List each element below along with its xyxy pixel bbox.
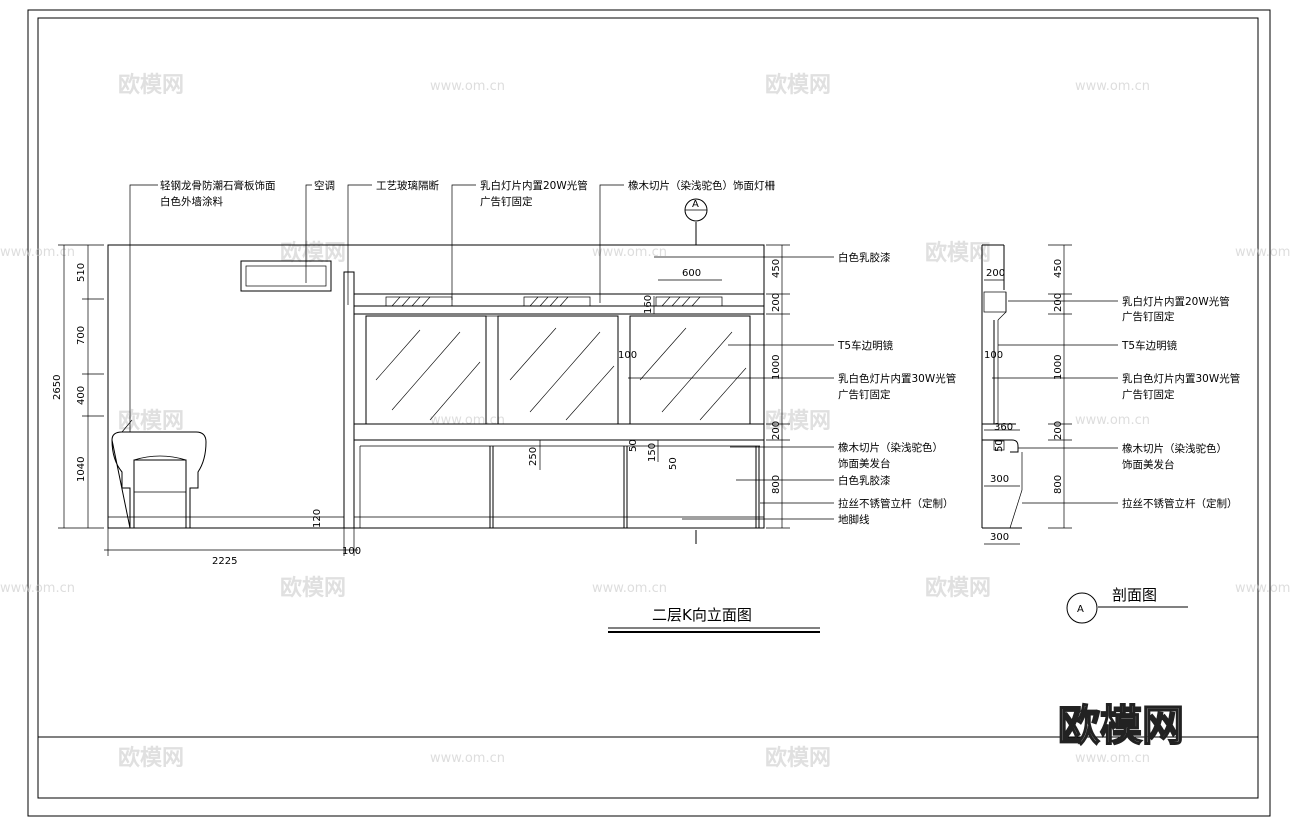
svg-text:100: 100 [618,350,637,361]
svg-text:www.om.cn: www.om.cn [0,245,75,260]
svg-text:工艺玻璃隔断: 工艺玻璃隔断 [376,179,439,192]
svg-text:450: 450 [1053,259,1064,278]
svg-text:T5车边明镜: T5车边明镜 [1121,339,1178,352]
svg-text:二层K向立面图: 二层K向立面图 [652,606,752,624]
svg-text:300: 300 [990,474,1009,485]
svg-text:www.om.cn: www.om.cn [1235,245,1290,260]
svg-text:100: 100 [342,546,361,557]
svg-text:乳白灯片内置20W光管: 乳白灯片内置20W光管 [1122,295,1230,308]
svg-text:欧模网: 欧模网 [765,72,831,98]
svg-text:饰面美发台: 饰面美发台 [838,457,891,470]
svg-text:450: 450 [771,259,782,278]
svg-text:50: 50 [994,439,1005,452]
brand-logo: 欧模网 [1058,701,1184,750]
svg-text:400: 400 [76,386,87,405]
svg-text:200: 200 [1053,421,1064,440]
svg-text:www.om.cn: www.om.cn [430,751,505,766]
svg-text:www.om.cn: www.om.cn [0,581,75,596]
svg-text:2225: 2225 [212,556,237,567]
svg-text:www.om.cn: www.om.cn [430,79,505,94]
svg-text:白色乳胶漆: 白色乳胶漆 [838,474,891,487]
svg-text:地脚线: 地脚线 [838,513,870,526]
main-elevation: A 2650 510 700 400 1040 2225 100 120 600… [52,184,834,567]
inner-frame [37,17,1259,799]
svg-text:www.om.cn: www.om.cn [1075,413,1150,428]
main-title-block: 二层K向立面图 [608,606,820,633]
svg-text:乳白色灯片内置30W光管: 乳白色灯片内置30W光管 [838,372,956,385]
svg-text:150: 150 [647,443,658,462]
svg-text:www.om.cn: www.om.cn [1075,79,1150,94]
svg-text:欧模网: 欧模网 [118,745,184,771]
svg-text:50: 50 [668,457,679,470]
svg-text:200: 200 [986,268,1005,279]
svg-text:360: 360 [994,422,1013,433]
svg-text:欧模网: 欧模网 [765,745,831,771]
svg-text:www.om.cn: www.om.cn [430,413,505,428]
svg-text:160: 160 [643,295,654,314]
svg-text:1040: 1040 [76,457,87,482]
svg-text:200: 200 [1053,293,1064,312]
section-title-block: A 剖面图 [1066,586,1188,624]
svg-text:拉丝不锈管立杆（定制）: 拉丝不锈管立杆（定制） [1122,497,1238,510]
svg-text:欧模网: 欧模网 [280,240,346,266]
svg-text:www.om.cn: www.om.cn [592,581,667,596]
svg-text:www.om.cn: www.om.cn [1075,751,1150,766]
svg-text:橡木切片（染浅驼色）: 橡木切片（染浅驼色） [1122,442,1227,455]
chair-symbol [111,419,207,529]
svg-text:欧模网: 欧模网 [765,408,831,434]
svg-text:广告钉固定: 广告钉固定 [1122,388,1175,401]
svg-text:200: 200 [771,421,782,440]
svg-text:欧模网: 欧模网 [925,240,991,266]
svg-text:2650: 2650 [52,375,63,400]
svg-text:白色外墙涂料: 白色外墙涂料 [160,195,223,208]
svg-text:广告钉固定: 广告钉固定 [838,388,891,401]
svg-text:橡木切片（染浅驼色）: 橡木切片（染浅驼色） [838,441,943,454]
svg-text:1000: 1000 [1053,355,1064,380]
svg-text:乳白色灯片内置30W光管: 乳白色灯片内置30W光管 [1122,372,1240,385]
watermarks: 欧模网 www.om.cn 欧模网 www.om.cn 欧模网 www.om.c… [0,72,1290,771]
svg-text:A: A [1077,604,1084,615]
left-dimensions [58,244,358,556]
svg-text:欧模网: 欧模网 [118,72,184,98]
svg-text:乳白灯片内置20W光管: 乳白灯片内置20W光管 [480,179,588,192]
svg-text:拉丝不锈管立杆（定制）: 拉丝不锈管立杆（定制） [838,497,954,510]
main-labels: 轻钢龙骨防潮石膏板饰面 白色外墙涂料 空调 工艺玻璃隔断 乳白灯片内置20W光管… [160,179,956,526]
svg-text:欧模网: 欧模网 [925,575,991,601]
svg-text:欧模网: 欧模网 [280,575,346,601]
svg-text:饰面美发台: 饰面美发台 [1122,458,1175,471]
svg-text:1000: 1000 [771,355,782,380]
svg-text:T5车边明镜: T5车边明镜 [837,339,894,352]
ac-unit [240,260,332,292]
svg-text:空调: 空调 [314,179,335,192]
svg-text:广告钉固定: 广告钉固定 [480,195,533,208]
svg-text:510: 510 [76,263,87,282]
svg-text:广告钉固定: 广告钉固定 [1122,310,1175,323]
svg-text:轻钢龙骨防潮石膏板饰面: 轻钢龙骨防潮石膏板饰面 [160,179,276,192]
svg-text:A: A [692,199,699,210]
svg-text:橡木切片（染浅驼色）饰面灯柵: 橡木切片（染浅驼色）饰面灯柵 [628,179,775,192]
svg-text:50: 50 [628,439,639,452]
svg-text:www.om.cn: www.om.cn [1235,581,1290,596]
svg-text:600: 600 [682,268,701,279]
section-view: 200 100 360 50 300 300 450 200 1000 200 … [981,244,1240,545]
svg-text:120: 120 [312,509,323,528]
svg-text:剖面图: 剖面图 [1112,586,1157,604]
svg-text:100: 100 [984,350,1003,361]
svg-text:800: 800 [771,475,782,494]
svg-text:欧模网: 欧模网 [118,408,184,434]
svg-text:www.om.cn: www.om.cn [592,245,667,260]
svg-text:200: 200 [771,293,782,312]
outer-frame [27,9,1271,817]
svg-text:800: 800 [1053,475,1064,494]
svg-text:700: 700 [76,326,87,345]
svg-text:白色乳胶漆: 白色乳胶漆 [838,251,891,264]
svg-text:300: 300 [990,532,1009,543]
svg-text:250: 250 [528,447,539,466]
